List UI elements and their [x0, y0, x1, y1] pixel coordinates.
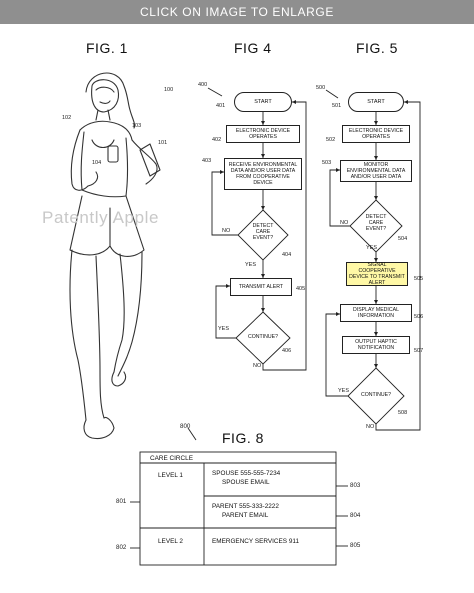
- fig5-operates-text: ELECTRONIC DEVICE OPERATES: [348, 128, 404, 140]
- fig4-transmit-text: TRANSMIT ALERT: [238, 284, 284, 290]
- fig5-ref-504: 504: [398, 236, 408, 242]
- emergency-services: EMERGENCY SERVICES 911: [212, 538, 300, 545]
- fig5-no-label: NO: [340, 220, 349, 226]
- fig5-ref-505: 505: [414, 276, 424, 282]
- ref-100: 100: [164, 87, 174, 93]
- ref-104: 104: [92, 160, 102, 166]
- fig5-no2-label: NO: [366, 424, 375, 430]
- fig4-ref-404: 404: [282, 252, 292, 258]
- fig8-ref-801: 801: [116, 498, 127, 505]
- fig5-start-terminal: START: [348, 92, 404, 112]
- fig5-start-text: START: [367, 99, 385, 105]
- fig4-receive-box: RECEIVE ENVIRONMENTAL DATA AND/OR USER D…: [224, 158, 302, 190]
- fig5-signal-box: SIGNAL COOPERATIVE DEVICE TO TRANSMIT AL…: [346, 262, 408, 286]
- fig4-ref-401: 401: [216, 103, 226, 109]
- fig5-monitor-text: MONITOR ENVIRONMENTAL DATA AND/OR USER D…: [346, 162, 406, 180]
- watermark: Patently Apple: [42, 208, 160, 227]
- fig4-ref-405: 405: [296, 286, 306, 292]
- fig5-yes-label: YES: [366, 245, 378, 251]
- fig4-receive-text: RECEIVE ENVIRONMENTAL DATA AND/OR USER D…: [228, 162, 298, 186]
- fig5-display-box: DISPLAY MEDICAL INFORMATION: [340, 304, 412, 322]
- fig5-monitor-box: MONITOR ENVIRONMENTAL DATA AND/OR USER D…: [340, 160, 412, 182]
- fig8-label: FIG. 8: [222, 430, 264, 446]
- fig4-no2-label: NO: [253, 363, 262, 369]
- fig5-signal-text: SIGNAL COOPERATIVE DEVICE TO TRANSMIT AL…: [349, 262, 405, 286]
- fig8-ref-805: 805: [350, 542, 361, 549]
- fig4-continue-text: CONTINUE?: [248, 334, 278, 340]
- fig5-ref-508: 508: [398, 410, 408, 416]
- enlarge-banner[interactable]: CLICK ON IMAGE TO ENLARGE: [0, 0, 474, 24]
- fig4-detect-text: DETECT CARE EVENT?: [252, 223, 274, 241]
- fig8-ref-802: 802: [116, 544, 127, 551]
- fig5-detect-text: DETECT CARE EVENT?: [365, 214, 387, 232]
- fig5-label: FIG. 5: [356, 40, 398, 56]
- fig5-operates-box: ELECTRONIC DEVICE OPERATES: [342, 125, 410, 143]
- fig5-ref-507: 507: [414, 348, 424, 354]
- fig5-ref-501: 501: [332, 103, 342, 109]
- fig4-operates-text: ELECTRONIC DEVICE OPERATES: [235, 128, 291, 140]
- parent-email: PARENT EMAIL: [222, 512, 269, 519]
- level-1-label: LEVEL 1: [158, 472, 183, 479]
- care-circle-header: CARE CIRCLE: [150, 455, 193, 462]
- level-2-label: LEVEL 2: [158, 538, 183, 545]
- spouse-email: SPOUSE EMAIL: [222, 479, 270, 486]
- fig4-no-label: NO: [222, 228, 231, 234]
- fig4-ref-400: 400: [198, 82, 208, 88]
- fig5-display-text: DISPLAY MEDICAL INFORMATION: [353, 307, 399, 319]
- fig4-start-terminal: START: [234, 92, 292, 112]
- fig5-ref-503: 503: [322, 160, 332, 166]
- fig4-label: FIG 4: [234, 40, 272, 56]
- fig8-ref-800: 800: [180, 423, 191, 430]
- fig8-ref-804: 804: [350, 512, 361, 519]
- fig1-label: FIG. 1: [86, 40, 128, 56]
- fig5-ref-500: 500: [316, 85, 326, 91]
- ref-102: 102: [62, 115, 72, 121]
- ref-101: 101: [158, 140, 168, 146]
- fig4-ref-403: 403: [202, 158, 212, 164]
- spouse-phone: SPOUSE 555-555-7234: [212, 470, 281, 477]
- fig5-ref-506: 506: [414, 314, 424, 320]
- fig5-haptic-box: OUTPUT HAPTIC NOTIFICATION: [342, 336, 410, 354]
- fig4-operates-box: ELECTRONIC DEVICE OPERATES: [226, 125, 300, 143]
- parent-phone: PARENT 555-333-2222: [212, 503, 279, 510]
- fig4-yes2-label: YES: [218, 326, 230, 332]
- fig4-ref-402: 402: [212, 137, 222, 143]
- fig4-ref-406: 406: [282, 348, 292, 354]
- fig5-yes2-label: YES: [338, 388, 350, 394]
- fig4-transmit-box: TRANSMIT ALERT: [230, 278, 292, 296]
- ref-103: 103: [132, 123, 142, 129]
- fig8-ref-803: 803: [350, 482, 361, 489]
- fig4-start-text: START: [254, 99, 272, 105]
- fig5-haptic-text: OUTPUT HAPTIC NOTIFICATION: [355, 339, 397, 351]
- fig5-ref-502: 502: [326, 137, 336, 143]
- fig4-yes-label: YES: [245, 262, 257, 268]
- fig5-continue-text: CONTINUE?: [361, 392, 391, 398]
